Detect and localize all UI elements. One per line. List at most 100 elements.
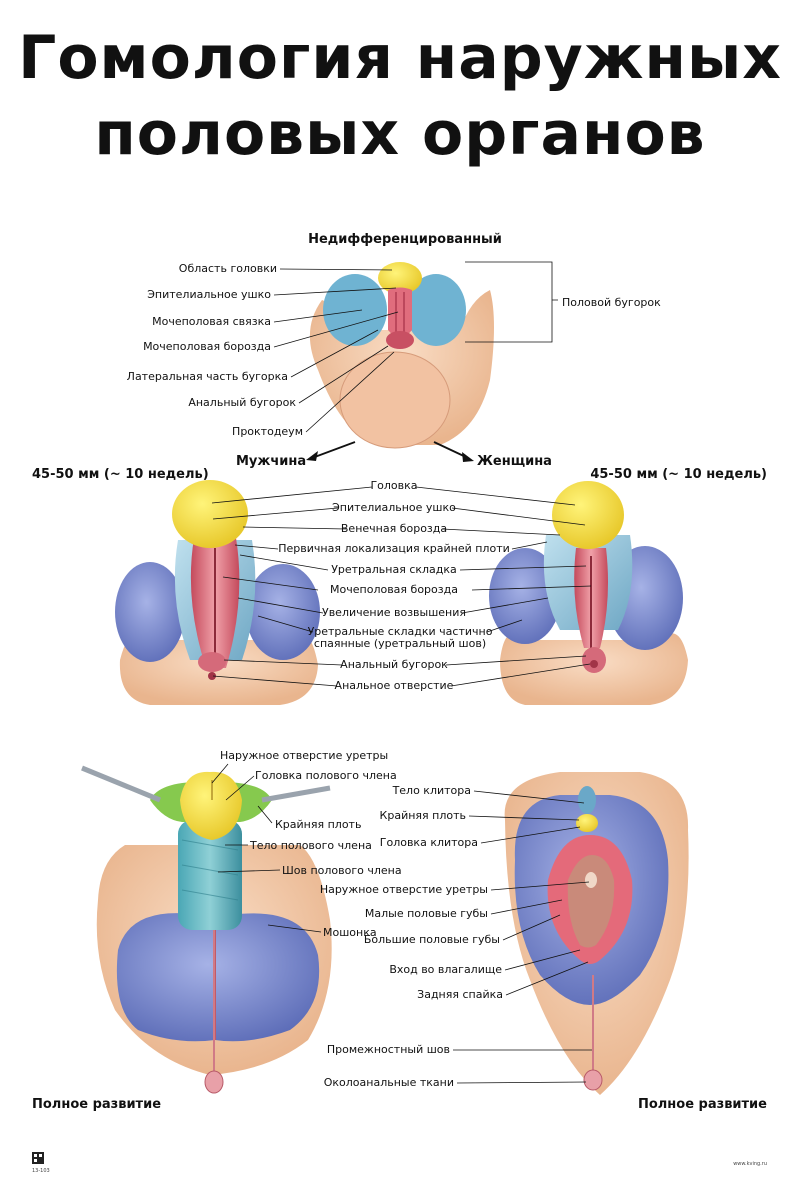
leader-line	[239, 554, 329, 571]
male-embryo-drawing	[115, 480, 320, 705]
leader-line	[459, 565, 587, 571]
callout-label: Увеличение возвышения	[322, 606, 466, 619]
leader-line	[212, 675, 338, 687]
leader-line	[451, 507, 586, 526]
leader-line	[273, 311, 399, 348]
callout-label: Область головки	[179, 262, 277, 275]
callout-label: Мочеполовая борозда	[330, 583, 458, 596]
leader-line	[298, 345, 389, 404]
age-left: 45-50 мм (~ 10 недель)	[32, 467, 209, 482]
leader-line	[273, 287, 397, 296]
callout-label: Эпителиальное ушко	[147, 288, 271, 301]
age-right: 45-50 мм (~ 10 недель)	[590, 467, 767, 482]
callout-label: Мочеполовая связка	[152, 315, 271, 328]
leader-line	[267, 924, 322, 933]
leader-line	[305, 351, 395, 433]
qr-code-icon	[32, 1152, 44, 1164]
callout-label: Венечная борозда	[341, 522, 447, 535]
female-embryo-drawing	[489, 481, 688, 705]
leader-line	[490, 899, 563, 915]
poster-title-line-2: половых органов	[94, 99, 706, 169]
leader-line	[441, 528, 561, 536]
callout-label: Мочеполовая борозда	[143, 340, 271, 353]
callout-label: Тело полового члена	[249, 839, 372, 852]
genital-tubercle-label: Половой бугорок	[562, 296, 661, 309]
leader-line	[211, 486, 373, 504]
leader-line	[450, 663, 591, 687]
footer-code: 13-103	[32, 1168, 50, 1174]
callout-label: Латеральная часть бугорка	[127, 370, 288, 383]
leader-line	[511, 541, 548, 550]
callout-label: Анальный бугорок	[188, 396, 296, 409]
leader-line	[504, 949, 581, 971]
stage1-heading: Недифференцированный	[308, 232, 502, 247]
leader-line	[290, 329, 379, 378]
sex-divergence-arrows	[306, 441, 474, 462]
leader-line	[473, 790, 585, 804]
leader-line	[486, 619, 523, 633]
callout-label: Тело клитора	[392, 784, 471, 797]
leader-line	[468, 815, 580, 821]
callout-label: спаянные (уретральный шов)	[314, 637, 486, 650]
footer-site: www.kving.ru	[733, 1161, 767, 1167]
male-heading: Мужчина	[236, 454, 306, 469]
callout-label: Первичная локализация крайней плоти	[278, 542, 510, 555]
callout-label: Анальный бугорок	[340, 658, 448, 671]
leader-line	[225, 775, 255, 801]
leader-line	[257, 615, 314, 633]
callout-label: Шов полового члена	[282, 864, 402, 877]
leader-line	[415, 486, 576, 506]
leader-line	[237, 597, 324, 614]
leader-line	[234, 544, 279, 550]
leader-line	[222, 576, 319, 591]
callout-label: Вход во влагалище	[389, 963, 502, 976]
leader-line	[212, 507, 339, 520]
callout-label: Большие половые губы	[364, 933, 500, 946]
callout-label: Наружное отверстие уретры	[220, 749, 388, 762]
callout-label: Крайняя плоть	[275, 818, 361, 831]
leader-line	[211, 763, 229, 784]
leader-line	[456, 1081, 587, 1084]
leader-line	[257, 805, 273, 824]
leader-line	[480, 826, 581, 844]
undifferentiated-drawing	[309, 262, 494, 449]
callout-label: Задняя спайка	[417, 988, 503, 1001]
leader-line	[217, 869, 281, 873]
leader-line	[279, 268, 393, 271]
callout-label: Головка клитора	[380, 836, 478, 849]
leader-line	[502, 914, 561, 941]
callout-label: Малые половые губы	[365, 907, 488, 920]
callout-label: Наружное отверстие уретры	[320, 883, 488, 896]
callout-label: Головка	[370, 479, 417, 492]
callout-label: Промежностный шов	[327, 1043, 450, 1056]
callout-label: Головка полового члена	[255, 769, 397, 782]
leader-line	[273, 309, 363, 323]
callout-label: Мошонка	[323, 926, 377, 939]
leader-line	[461, 597, 549, 614]
leader-line	[445, 655, 587, 666]
callout-label: Эпителиальное ушко	[332, 501, 456, 514]
leader-line	[242, 526, 347, 530]
callout-label: Уретральные складки частично	[308, 625, 493, 638]
poster-title-line-1: Гомология наружных	[18, 23, 782, 93]
callout-label: Анальное отверстие	[335, 679, 454, 692]
leader-line	[471, 585, 592, 591]
stage1-bracket	[465, 261, 558, 343]
female-heading: Женщина	[477, 454, 552, 469]
male-full-caption: Полное развитие	[32, 1097, 161, 1112]
callout-label: Уретральная складка	[331, 563, 457, 576]
leader-line	[490, 881, 590, 891]
male-adult-drawing	[81, 765, 332, 1094]
callout-label: Крайняя плоть	[380, 809, 466, 822]
leader-line	[505, 961, 589, 996]
leader-line	[223, 659, 343, 666]
callout-label: Околоанальные ткани	[324, 1076, 454, 1089]
female-full-caption: Полное развитие	[638, 1097, 767, 1112]
female-adult-drawing	[504, 772, 689, 1095]
callout-label: Проктодеум	[232, 425, 303, 438]
